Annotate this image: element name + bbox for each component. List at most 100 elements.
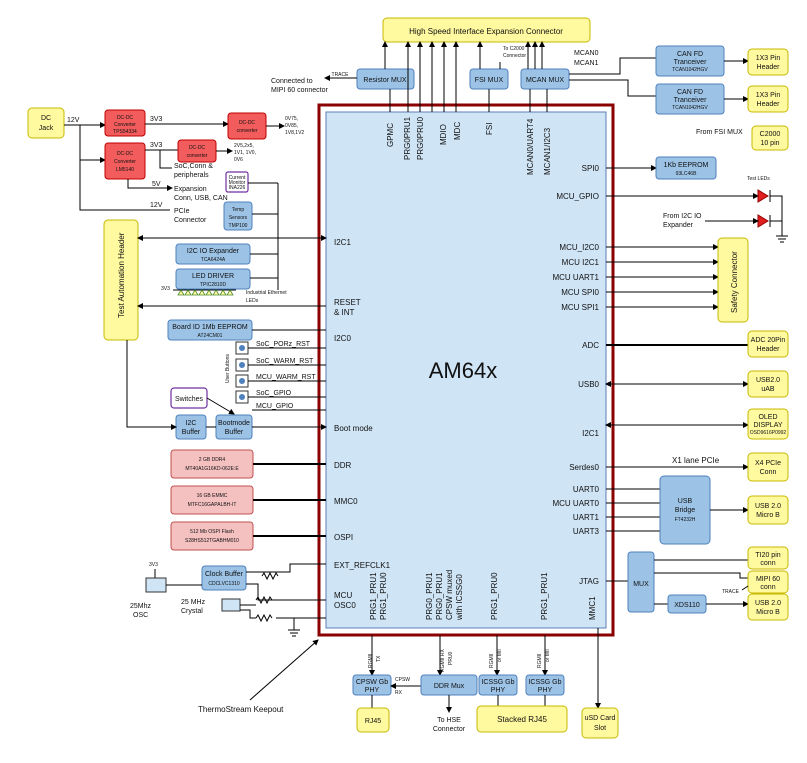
rails-5: 1V1, 1V0, [234, 150, 256, 156]
ti20-1: TI20 pin [755, 552, 780, 559]
rails-1: 0V75, [285, 116, 298, 122]
mcan-mux [520, 68, 570, 90]
can-fd-2-a: CAN FD [677, 89, 703, 96]
pin-ddr: DDR [334, 461, 352, 470]
pin-spi0: SPI0 [582, 164, 600, 173]
btn-2-icon[interactable] [239, 362, 245, 368]
safety-connector [717, 237, 749, 323]
to-hse-2: Connector [433, 726, 466, 733]
rgmii-4-b: or MII [545, 649, 551, 662]
usb-uab-1: USB2.0 [756, 377, 780, 384]
pin-mmc0: MMC0 [334, 497, 358, 506]
switches-label: Switches [175, 396, 204, 403]
button-soc-warm[interactable] [235, 358, 249, 372]
cpsw-rx-2: RX [395, 690, 403, 696]
rails-2: 0V85, [285, 123, 298, 129]
to-hse-1: To HSE [437, 717, 461, 724]
cpsw-phy-2: PHY [365, 687, 380, 694]
dcdc2-b: Converter [114, 159, 136, 165]
test-automation-label: Test Automation Header [117, 232, 126, 318]
ddr4-1: 2 GB DDR4 [199, 457, 226, 463]
ti20-2: conn [760, 560, 775, 567]
cpsw-rx-1: CPSW [395, 677, 410, 683]
led-6-icon [212, 289, 220, 296]
eeprom-1kb [655, 156, 717, 180]
rails-6: 0V6 [234, 157, 243, 163]
rgmii-3-b: or MII [497, 649, 503, 662]
ddr-mux-label: DDR Mux [434, 683, 465, 690]
pin-uart1: UART1 [573, 513, 600, 522]
can-fd-1-a: CAN FD [677, 51, 703, 58]
ind-eth-2: LEDs [246, 298, 259, 304]
ind-eth-1: Industrial Ethernet [246, 290, 287, 296]
soc-conn-2: peripherals [174, 172, 209, 179]
osc-25-2: OSC [133, 612, 148, 619]
pin-prg0pru0: PRG0PRU0 [416, 116, 425, 160]
dc-jack-1: DC [41, 115, 51, 122]
usb-bridge-2: Bridge [675, 507, 695, 514]
fsi-mux-label: FSI MUX [475, 77, 504, 84]
v3v3-led: 3V3 [161, 286, 170, 292]
led-driver-1: LED DRIVER [192, 273, 234, 280]
bootmode-buffer-2: Buffer [225, 429, 244, 436]
resistor-3-icon [255, 613, 273, 623]
eeprom-1kb-2: 93LC46B [676, 171, 698, 177]
pcie-1: PCIe [174, 208, 190, 215]
header-1x3-a-1: 1X3 Pin [756, 55, 781, 62]
pin-i2c0: I2C0 [334, 334, 351, 343]
dcdc2-a: DC-DC [117, 151, 133, 157]
pin-uart0: UART0 [573, 485, 600, 494]
ospi-2: S28HS512TGABHM010 [185, 538, 239, 544]
btn-3-icon[interactable] [239, 378, 245, 384]
dcdc1-a: DC-DC [117, 115, 133, 121]
pin-serdes0: Serdes0 [569, 463, 599, 472]
adc-header-1: ADC 20Pin [751, 337, 786, 344]
dc-jack-2: Jack [39, 125, 54, 132]
usb-micro-b-2 [747, 593, 789, 621]
jtag-mux-label: MUX [633, 581, 649, 588]
c2000-note-2: Connector [503, 53, 526, 59]
usd-2: Slot [594, 725, 606, 732]
pin-prg1-pru0-b: PRG1_PRU0 [490, 572, 499, 620]
board-eeprom-2: AT24CM01 [198, 333, 223, 339]
icssg-1-a: ICSSG Gb [481, 679, 514, 686]
icssg-2-b: PHY [538, 687, 553, 694]
pin-mcu-spi1: MCU SPI1 [561, 303, 599, 312]
bootmode-buffer-1: Bootmode [218, 420, 250, 427]
ddr4-memory [170, 449, 254, 479]
pin-osc0: OSC0 [334, 601, 356, 610]
pin-uart3: UART3 [573, 527, 600, 536]
v5-label: 5V [152, 181, 161, 188]
cur-mon-3: INA226 [229, 185, 246, 191]
pin-boot: Boot mode [334, 424, 373, 433]
pin-mcan0-uart4: MCAN0/UART4 [526, 118, 535, 175]
icssg-1-b: PHY [491, 687, 506, 694]
xds110-label: XDS110 [674, 602, 700, 609]
led-7-icon [219, 289, 227, 296]
mipi60-connector [747, 570, 789, 594]
button-soc-porz[interactable] [235, 341, 249, 355]
trace-label: TRACE [332, 72, 350, 78]
btn-1-icon[interactable] [239, 345, 245, 351]
pin-mdc: MDC [453, 122, 462, 140]
button-soc-gpio[interactable] [235, 390, 249, 404]
btn-mcu-gpio-label: MCU_GPIO [256, 403, 294, 410]
btn-por-label: SoC_PORz_RST [256, 341, 311, 348]
from-i2c-2: Expander [663, 222, 694, 229]
ospi-flash [170, 521, 254, 551]
stacked-rj45-label: Stacked RJ45 [497, 715, 547, 724]
usb-micro-1-a: USB 2.0 [755, 503, 781, 510]
resistor-1-icon [261, 571, 279, 581]
button-mcu-warm[interactable] [235, 374, 249, 388]
btn-4-icon[interactable] [239, 394, 245, 400]
rails-4: 2V5,2x5, [234, 143, 254, 149]
ground-right-icon [776, 235, 788, 243]
led-2-icon [184, 289, 192, 296]
xtal-1: 25 MHz [181, 599, 206, 606]
pin-prg0-pru1-a: PRG0_PRU1 [425, 572, 434, 620]
rj45 [356, 707, 390, 733]
pin-mcu: MCU [334, 591, 352, 600]
soc-body [325, 111, 607, 629]
pin-reset: RESET [334, 298, 361, 307]
